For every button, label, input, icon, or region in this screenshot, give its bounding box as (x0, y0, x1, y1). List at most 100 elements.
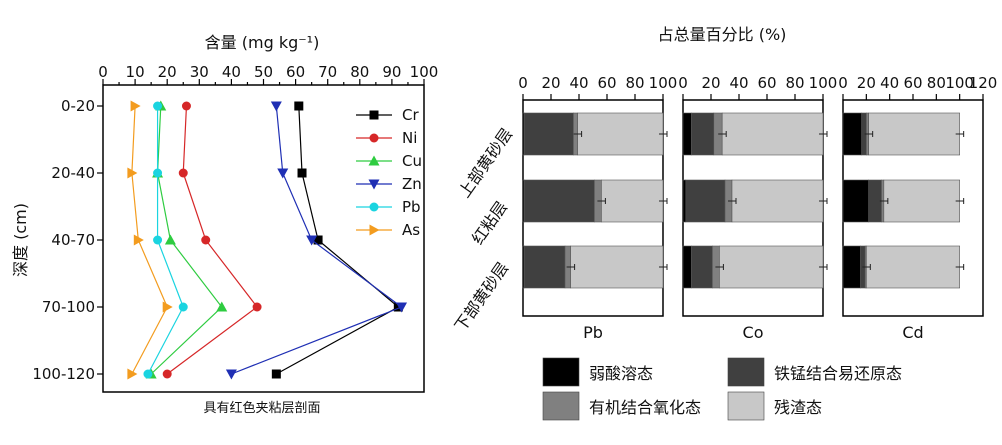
series-cr-line (276, 105, 400, 375)
panel-pb-layer-2-segment-1 (524, 245, 566, 289)
line-x-tick-label: 30 (190, 63, 209, 81)
line-x-tick-label: 80 (350, 63, 369, 81)
line-x-tick-label: 60 (286, 63, 305, 81)
series-zn-point (396, 302, 408, 313)
line-y-axis-title: 深度 (cm) (11, 203, 30, 277)
panel-co-layer-0-segment-1 (691, 112, 715, 156)
panel-pb-layer-0-segment-1 (524, 112, 574, 156)
panel-co-layer-1-segment-3 (731, 179, 824, 223)
panel-cd-tick-label: 20 (857, 74, 876, 92)
legend-swatch-1 (727, 357, 765, 387)
panel-pb-layer-1-segment-3 (601, 179, 664, 223)
layer-label-red-clay: 红粘层 (468, 198, 511, 248)
series-cr-point (297, 168, 307, 178)
line-x-tick-label: 10 (126, 63, 145, 81)
panel-cd-layer-1-segment-3 (883, 179, 960, 223)
panel-co-layer-1-segment-1 (685, 179, 726, 223)
panel-cd-tick-label: 60 (903, 74, 922, 92)
series-cr-point (271, 369, 281, 379)
legend-pb-marker (369, 202, 379, 212)
panel-pb-name: Pb (583, 323, 603, 342)
panel-cd-layer-1-segment-1 (868, 179, 882, 223)
series-as-point (127, 167, 138, 179)
panel-pb-layer-1-segment-1 (524, 179, 595, 223)
panel-cd-name: Cd (902, 323, 923, 342)
series-ni-point (162, 369, 172, 379)
series-as-point (127, 368, 138, 380)
layer-label-upper-sand: 上部黄砂层 (455, 125, 516, 201)
line-y-tick-label: 40-70 (51, 231, 95, 249)
panel-co-layer-2-segment-1 (691, 245, 713, 289)
panel-cd-layer-2-segment-0 (842, 245, 861, 289)
panel-pb-tick-label: 0 (518, 74, 528, 92)
series-ni-point (181, 101, 191, 111)
line-plot-frame (102, 84, 425, 393)
line-y-tick-label: 100-120 (32, 365, 95, 383)
panel-co-tick-label: 20 (701, 74, 720, 92)
line-x-axis-title: 含量 (mg kg⁻¹) (205, 33, 320, 52)
panel-co-layer-2-segment-0 (682, 245, 692, 289)
panel-cd-tick-label: 100 (945, 74, 974, 92)
panel-pb-tick-label: 20 (541, 74, 560, 92)
legend-swatch-0 (542, 357, 580, 387)
legend-zn-label: Zn (402, 175, 422, 193)
line-x-tick-label: 50 (254, 63, 273, 81)
legend-cu-label: Cu (402, 152, 422, 170)
series-zn-point (306, 235, 318, 246)
panel-cd-layer-0-segment-3 (868, 112, 960, 156)
legend-ni-marker (369, 133, 379, 143)
series-zn-point (277, 168, 289, 179)
panel-co-layer-1-segment-0 (682, 179, 687, 223)
panel-cd-tick-label: 80 (927, 74, 946, 92)
line-y-tick-label: 70-100 (42, 298, 95, 316)
series-as-point (133, 234, 144, 246)
panel-cd-layer-0-segment-0 (842, 112, 862, 156)
series-pb-point (153, 235, 163, 245)
series-ni-point (178, 168, 188, 178)
line-chart-caption: 具有红色夹粘层剖面 (203, 400, 320, 416)
panel-co-layer-2-segment-3 (719, 245, 824, 289)
legend-zn-marker (368, 179, 380, 190)
line-x-tick-label: 40 (222, 63, 241, 81)
panel-co-tick-label: 80 (785, 74, 804, 92)
panel-pb-layer-2-segment-3 (570, 245, 664, 289)
legend-ni-label: Ni (402, 129, 417, 147)
panel-cd-tick-label: 0 (838, 74, 848, 92)
series-zn-point (270, 101, 282, 112)
bar-chart-title: 占总量百分比 (%) (658, 25, 787, 44)
series-ni-point (252, 302, 262, 312)
series-cr-point (294, 101, 304, 111)
legend-cr-marker (369, 110, 379, 120)
series-ni-point (201, 235, 211, 245)
legend-pb-label: Pb (402, 198, 421, 216)
series-pb-point (178, 302, 188, 312)
legend-swatch-2 (542, 391, 580, 421)
line-x-tick-label: 0 (98, 63, 108, 81)
legend-cr-label: Cr (402, 106, 419, 124)
line-y-tick-label: 20-40 (51, 164, 95, 182)
panel-co-name: Co (743, 323, 764, 342)
panel-pb-tick-label: 40 (569, 74, 588, 92)
panel-cd-tick-label: 120 (969, 74, 998, 92)
line-x-tick-label: 70 (318, 63, 337, 81)
series-as-point (130, 100, 141, 112)
panel-co-tick-label: 0 (678, 74, 688, 92)
panel-pb-tick-label: 80 (625, 74, 644, 92)
line-x-tick-label: 90 (382, 63, 401, 81)
series-cr-point (313, 235, 323, 245)
legend-as-label: As (402, 221, 420, 239)
series-ni-line (166, 105, 258, 375)
legend-as-marker (369, 224, 380, 236)
panel-co-tick-label: 100 (809, 74, 838, 92)
panel-cd-tick-label: 40 (880, 74, 899, 92)
line-x-tick-label: 20 (158, 63, 177, 81)
series-pb-point (153, 168, 163, 178)
series-cu-point (216, 301, 228, 312)
panel-co-tick-label: 60 (757, 74, 776, 92)
series-pb-point (143, 369, 153, 379)
panel-co-tick-label: 40 (729, 74, 748, 92)
line-x-tick-label: 100 (410, 63, 439, 81)
legend-label-3: 残渣态 (774, 398, 822, 417)
panel-pb-layer-0-segment-3 (577, 112, 664, 156)
